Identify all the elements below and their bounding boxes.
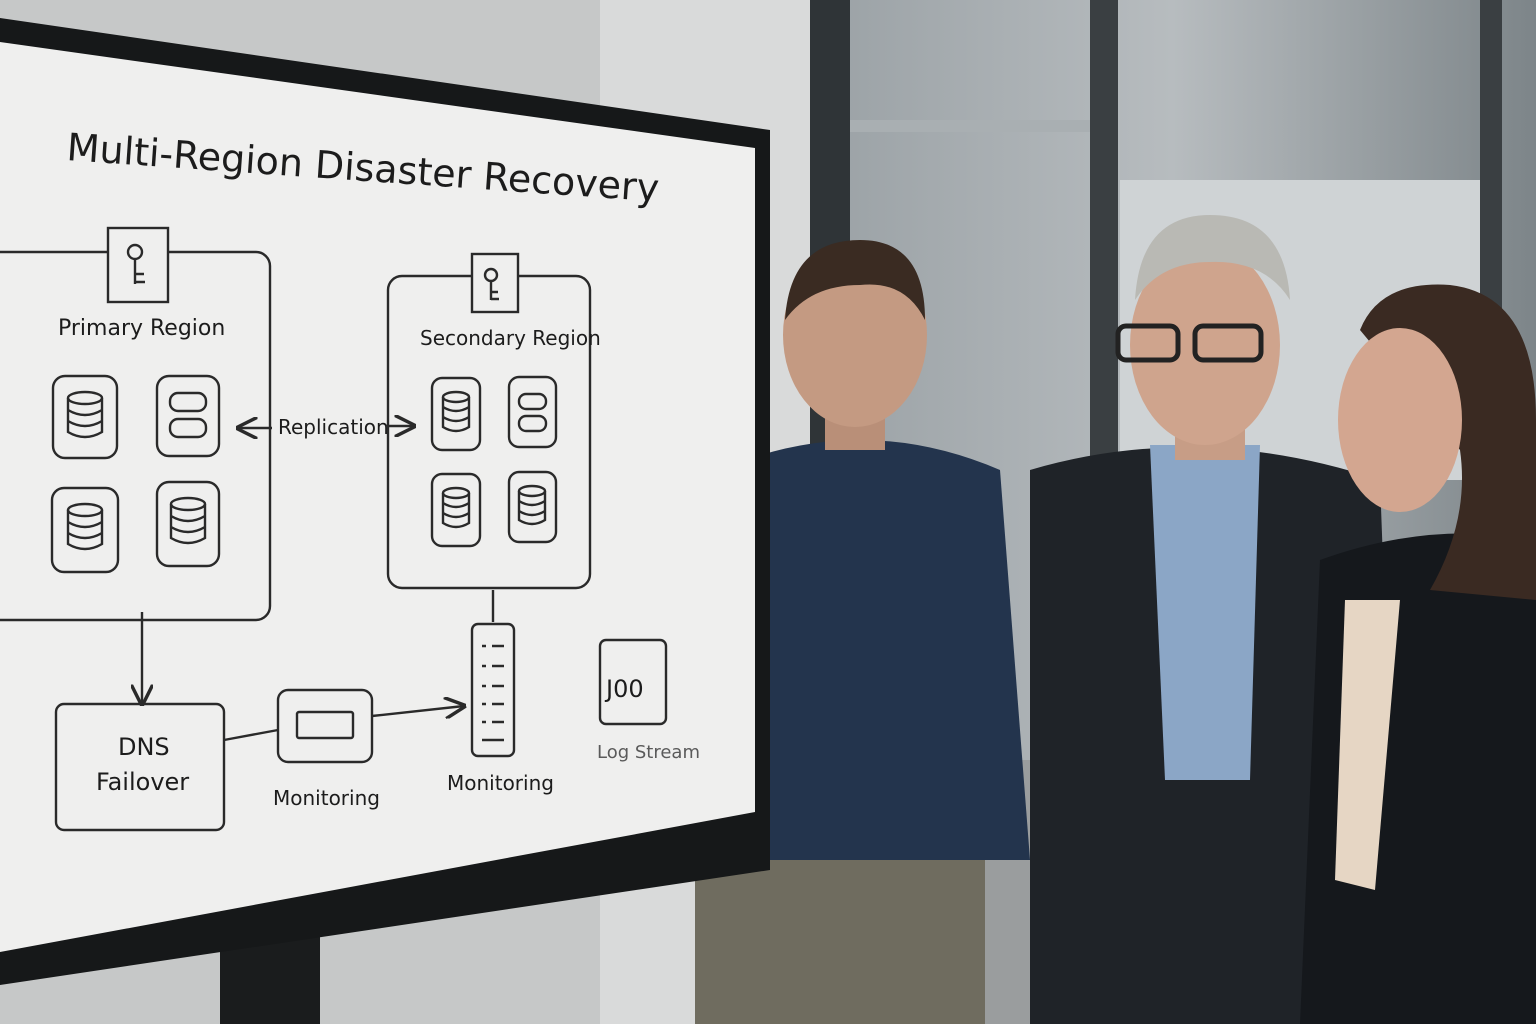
primary-database-icon [51, 374, 119, 460]
dns-to-monitoring-line [223, 728, 279, 742]
primary-region-label: Primary Region [58, 316, 225, 341]
primary-database-icon [50, 486, 120, 574]
monitoring-service-label: Monitoring [273, 786, 380, 810]
primary-storage-icon [155, 374, 221, 458]
log-stream-icon: J00 [604, 675, 644, 703]
secondary-region-label: Secondary Region [420, 326, 601, 350]
replication-link: Replication [238, 415, 414, 439]
primary-database-icon [155, 480, 221, 568]
monitoring-server-node: Monitoring [447, 622, 554, 795]
monitoring-server-label: Monitoring [447, 771, 554, 795]
monitoring-service-node: Monitoring [273, 688, 380, 810]
display-monitor [0, 18, 770, 1024]
log-stream-label: Log Stream [597, 742, 700, 763]
monitoring-to-server-arrow [371, 706, 464, 716]
dns-failover-node: DNS Failover [54, 702, 226, 832]
person-right [1300, 284, 1536, 1024]
key-icon [106, 226, 170, 304]
secondary-database-icon [507, 470, 558, 544]
dns-failover-label-line2: Failover [96, 768, 189, 796]
dns-failover-label-line1: DNS [118, 733, 170, 761]
secondary-database-icon [430, 376, 482, 452]
log-stream-node: J00 Log Stream [597, 638, 700, 763]
secondary-region: Secondary Region [386, 252, 601, 590]
secondary-database-icon [430, 472, 482, 548]
key-icon [470, 252, 520, 314]
replication-label: Replication [278, 415, 389, 439]
secondary-storage-icon [507, 375, 558, 449]
primary-region: Primary Region [0, 226, 272, 622]
